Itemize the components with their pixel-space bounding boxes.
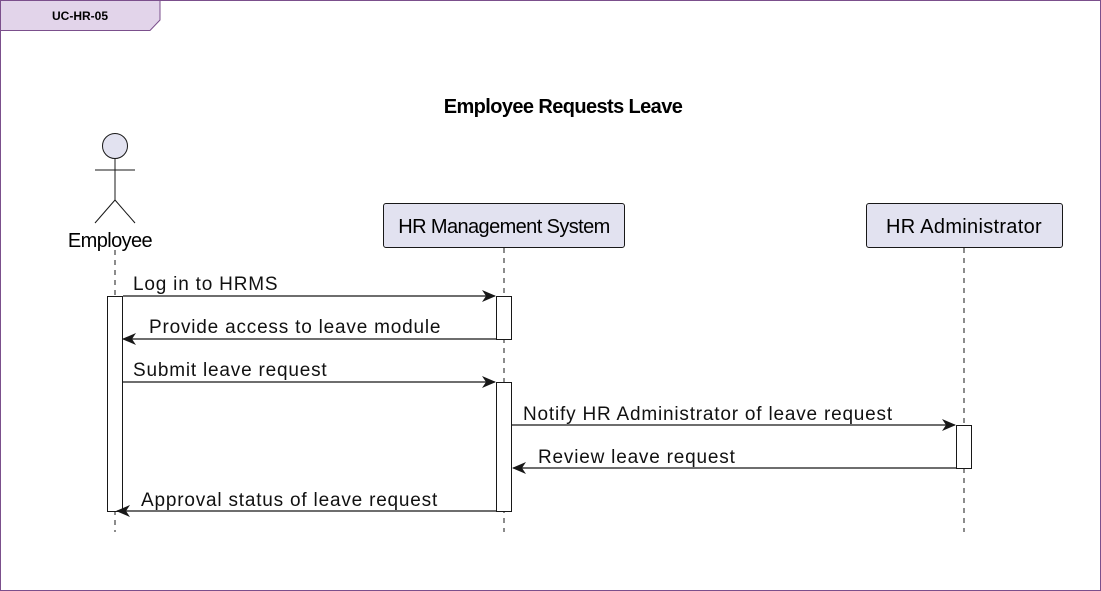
message-provide-access: Provide access to leave module xyxy=(122,317,496,345)
participant-label: HR Management System xyxy=(398,216,609,238)
actor-employee: Employee xyxy=(68,133,153,252)
message-approval-status: Approval status of leave request xyxy=(116,490,496,517)
message-label: Notify HR Administrator of leave request xyxy=(523,404,893,425)
activation-hr-admin xyxy=(956,425,972,469)
participant-hr-admin: HR Administrator xyxy=(866,203,1063,248)
actor-label: Employee xyxy=(68,230,153,252)
participant-box xyxy=(383,203,625,248)
frame-id-label: UC-HR-05 xyxy=(52,9,108,23)
message-label: Submit leave request xyxy=(133,360,328,381)
message-label: Log in to HRMS xyxy=(133,274,278,295)
message-review-request: Review leave request xyxy=(512,447,956,474)
stick-figure-icon xyxy=(94,133,136,224)
message-login: Log in to HRMS xyxy=(123,274,496,302)
activation-hr-system-login xyxy=(496,296,512,340)
diagram-title: Employee Requests Leave xyxy=(444,96,683,118)
message-label: Review leave request xyxy=(538,447,736,468)
message-notify-admin: Notify HR Administrator of leave request xyxy=(512,404,956,431)
frame-tab: UC-HR-05 xyxy=(0,0,161,31)
participant-hr-system: HR Management System xyxy=(383,203,625,248)
activation-employee xyxy=(107,296,123,512)
message-label: Approval status of leave request xyxy=(141,490,438,511)
participant-box xyxy=(866,203,1063,248)
message-label: Provide access to leave module xyxy=(149,317,441,338)
participant-label: HR Administrator xyxy=(886,216,1042,238)
frame-tab-shape xyxy=(0,0,161,31)
activation-hr-system-request xyxy=(496,382,512,512)
message-submit-request: Submit leave request xyxy=(123,360,496,388)
